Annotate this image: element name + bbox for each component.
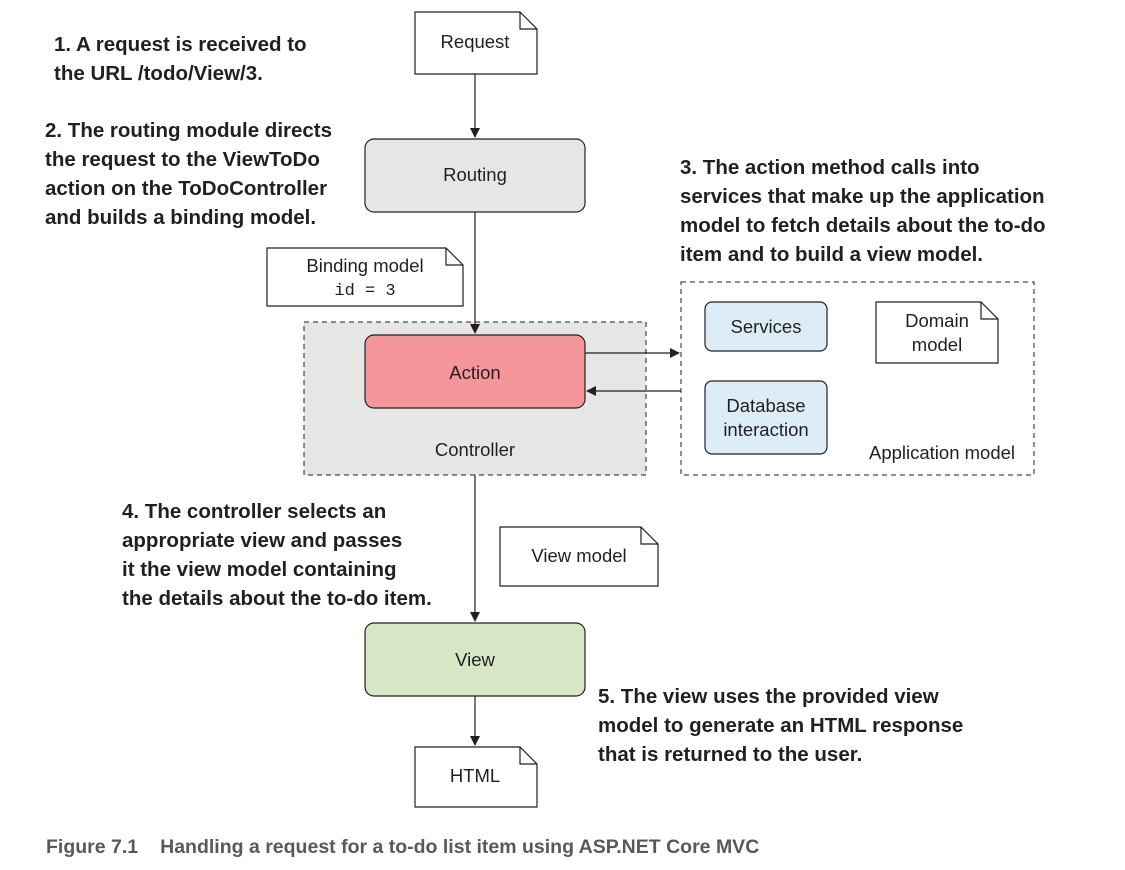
controller-label: Controller [435, 439, 515, 460]
annotation-step-2: 2. The routing module directs the reques… [45, 116, 332, 232]
binding-model-code: id = 3 [334, 282, 395, 301]
annotation-step-3-line3: model to fetch details about the to-do [680, 214, 1046, 237]
services-label: Services [731, 316, 802, 337]
annotation-step-2-line3: action on the ToDoController [45, 177, 328, 200]
view-model-document: View model [499, 526, 659, 587]
domain-model-line1: Domain [905, 310, 969, 331]
routing-box: Routing [364, 138, 586, 213]
view-model-label: View model [531, 545, 626, 566]
action-box: Action [364, 334, 586, 409]
annotation-step-2-line2: the request to the ViewToDo [45, 148, 320, 171]
annotation-step-3-line1: 3. The action method calls into [680, 156, 980, 179]
annotation-step-5-line1: 5. The view uses the provided view [598, 685, 939, 708]
annotation-step-3: 3. The action method calls into services… [680, 153, 1046, 269]
figure-number: Figure 7.1 [46, 836, 139, 858]
annotation-step-4-line4: the details about the to-do item. [122, 587, 432, 610]
annotation-step-4-line3: it the view model containing [122, 558, 397, 581]
application-model-label: Application model [869, 442, 1015, 463]
annotation-step-3-line2: services that make up the application [680, 185, 1045, 208]
html-label: HTML [450, 765, 500, 786]
routing-label: Routing [443, 164, 507, 185]
view-box: View [364, 622, 586, 697]
domain-model-document: Domain model [875, 301, 999, 364]
database-interaction-line2: interaction [723, 419, 808, 440]
action-label: Action [449, 362, 500, 383]
annotation-step-3-line4: item and to build a view model. [680, 243, 983, 266]
database-interaction-line1: Database [726, 395, 805, 416]
annotation-step-1-line2: the URL /todo/View/3. [54, 62, 263, 85]
figure-caption-text: Handling a request for a to-do list item… [160, 836, 760, 858]
request-label: Request [441, 31, 510, 52]
annotation-step-2-line4: and builds a binding model. [45, 206, 317, 229]
view-label: View [455, 649, 495, 670]
annotation-step-4-line2: appropriate view and passes [122, 529, 403, 552]
services-box: Services [704, 301, 828, 352]
annotation-step-5-line2: model to generate an HTML response [598, 714, 964, 737]
annotation-step-1-line1: 1. A request is received to [54, 33, 307, 56]
annotation-step-1: 1. A request is received to the URL /tod… [54, 30, 307, 88]
annotation-step-4: 4. The controller selects an appropriate… [122, 497, 432, 613]
database-interaction-box: Database interaction [704, 380, 828, 455]
binding-model-title: Binding model [306, 255, 423, 276]
annotation-step-5-line3: that is returned to the user. [598, 743, 863, 766]
domain-model-line2: model [912, 334, 962, 355]
html-document: HTML [414, 746, 538, 808]
annotation-step-2-line1: 2. The routing module directs [45, 119, 333, 142]
binding-model-document: Binding model id = 3 [266, 247, 464, 307]
figure-caption: Figure 7.1 Handling a request for a to-do… [46, 836, 759, 859]
annotation-step-4-line1: 4. The controller selects an [122, 500, 387, 523]
request-document: Request [414, 11, 538, 75]
annotation-step-5: 5. The view uses the provided view model… [598, 682, 963, 769]
